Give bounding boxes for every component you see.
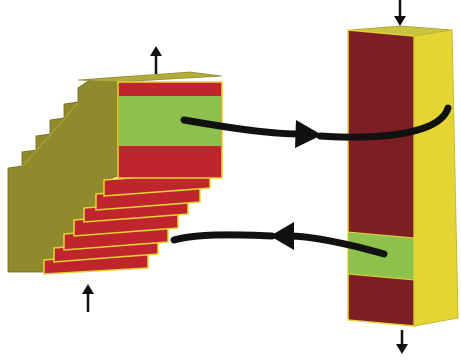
arrow-up-icon (150, 46, 162, 74)
curved-arrow-left-icon (286, 232, 388, 258)
left-block-step-highlight (64, 102, 78, 120)
right-column-side-face (413, 29, 459, 327)
left-layered-block (7, 71, 223, 275)
flow-arrow-out (170, 222, 388, 258)
flow-arrow-out-tail (170, 231, 276, 244)
flow-arrow-in (180, 104, 452, 148)
left-block-step-highlight (50, 118, 64, 136)
right-column (347, 25, 459, 327)
flow-arrow-in-tail (316, 104, 452, 141)
flow-arrow-in-head (295, 120, 322, 148)
curved-arrow-right-icon (180, 116, 304, 138)
arrow-down-icon (394, 0, 406, 26)
arrow-down-icon (396, 330, 408, 354)
left-block-step-highlight (22, 150, 36, 168)
arrow-up-icon (82, 284, 94, 312)
right-column-front-face (347, 29, 415, 327)
flow-arrow-out-head (270, 222, 294, 250)
left-block-top-face (77, 71, 223, 83)
left-block-step-highlight (36, 134, 50, 152)
